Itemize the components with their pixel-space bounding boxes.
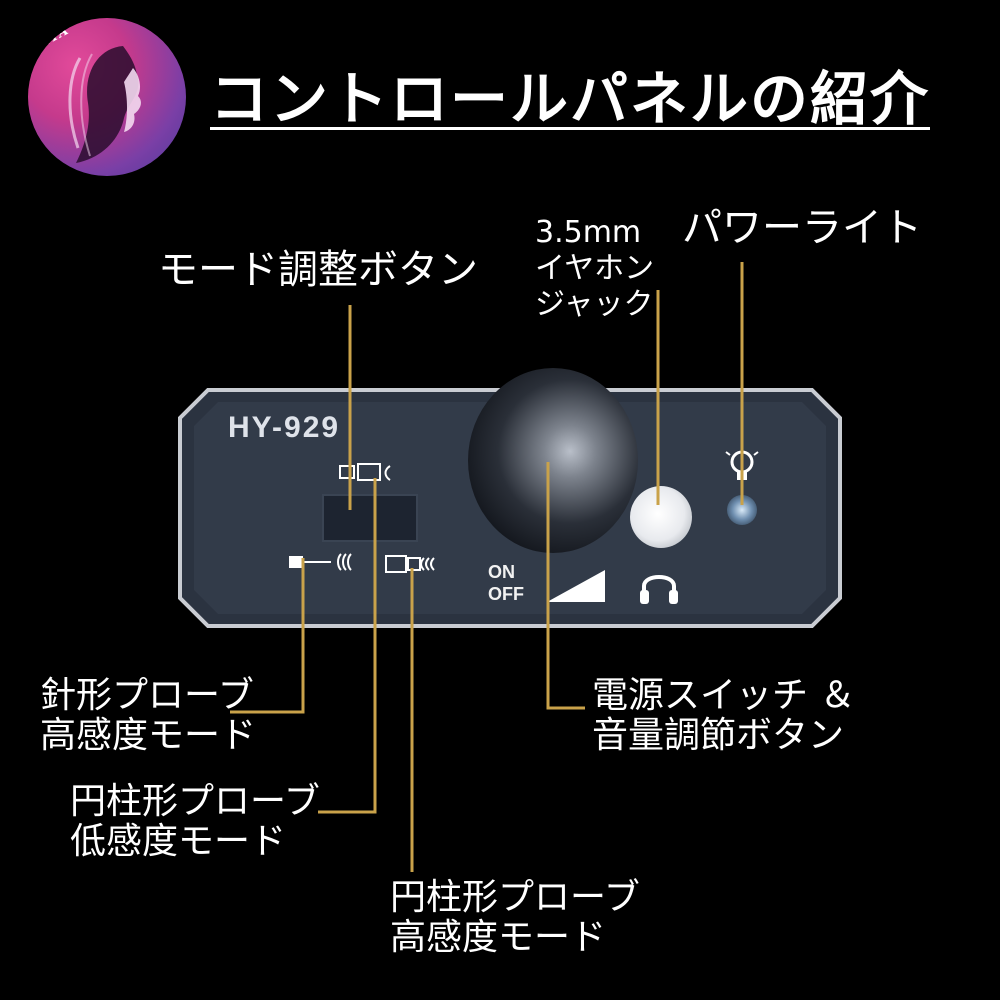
headphone-icon	[640, 575, 678, 604]
label-power-light: パワーライト	[682, 205, 922, 251]
earphone-jack[interactable]	[630, 486, 692, 548]
label-jack-line3: ジャック	[535, 287, 654, 322]
model-label: HY-929	[228, 411, 341, 444]
brand-logo: MARIYA	[28, 18, 186, 176]
off-label: OFF	[488, 584, 524, 604]
on-label: ON	[488, 562, 515, 582]
volume-knob[interactable]	[468, 368, 638, 553]
label-cyl-low-mode: 円柱形プローブ 低感度モード	[70, 782, 320, 862]
label-cyl-high-line1: 円柱形プローブ	[390, 877, 640, 918]
label-power-switch-line1: 電源スイッチ ＆	[592, 675, 856, 716]
volume-ramp-icon	[547, 570, 605, 602]
woman-silhouette-icon	[68, 46, 141, 163]
label-mode-button: モード調整ボタン	[158, 247, 478, 293]
label-needle-line1: 針形プローブ	[40, 675, 254, 716]
label-power-switch: 電源スイッチ ＆ 音量調節ボタン	[592, 676, 855, 756]
on-off-label: ON OFF	[488, 561, 524, 605]
needle-probe-icon	[289, 553, 352, 571]
bulb-icon	[725, 444, 759, 480]
label-needle-line2: 高感度モード	[40, 715, 257, 756]
label-needle-mode: 針形プローブ 高感度モード	[40, 676, 256, 756]
label-power-switch-line2: 音量調節ボタン	[592, 715, 845, 756]
label-jack-line1: 3.5mm	[535, 215, 642, 250]
power-led	[727, 495, 757, 525]
label-jack: 3.5mm イヤホン ジャック	[535, 215, 654, 323]
page-title: コントロールパネルの紹介	[210, 65, 931, 133]
label-cyl-low-line1: 円柱形プローブ	[70, 781, 320, 822]
label-cyl-high-mode: 円柱形プローブ 高感度モード	[390, 878, 640, 958]
label-jack-line2: イヤホン	[535, 251, 655, 286]
label-cyl-high-line2: 高感度モード	[390, 917, 607, 958]
label-cyl-low-line2: 低感度モード	[70, 821, 287, 862]
mode-icons	[339, 463, 435, 573]
title-underline	[210, 127, 930, 130]
